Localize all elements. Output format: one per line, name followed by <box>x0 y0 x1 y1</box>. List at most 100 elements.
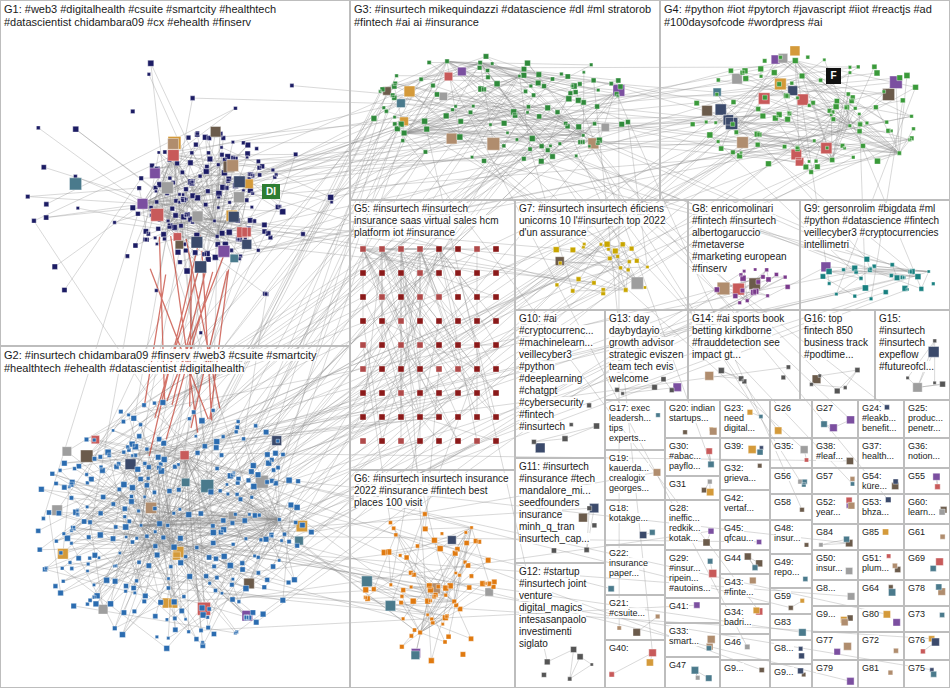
group-panel: G26 <box>770 400 812 438</box>
group-panel: G21: #csuite... <box>605 595 665 640</box>
group-panel: G50: insur... <box>812 550 858 580</box>
group-panel: G32: grieva... <box>720 460 770 490</box>
group-panel: G18: kotakge... <box>605 500 665 545</box>
group-label: G72 <box>862 635 879 645</box>
group-panel: G19: kauerda... crealogix georges... <box>605 450 665 500</box>
group-label: G20: indian startups... <box>669 403 715 423</box>
group-label: G3: #insurtech mikequindazzi #datascienc… <box>354 3 651 28</box>
group-panel: G72 <box>858 632 904 660</box>
group-panel: G59 <box>770 588 812 614</box>
group-label: G84 <box>816 527 833 537</box>
group-panel: G73 <box>904 606 950 632</box>
group-label: G64 <box>862 583 879 593</box>
group-panel: G31 <box>665 476 720 500</box>
group-label: G46 <box>724 637 741 647</box>
vertex-markers <box>146 133 946 675</box>
group-panel: G53: bhza... <box>858 494 904 524</box>
group-label: G37: health... <box>862 441 894 461</box>
group-panel: G76 <box>904 632 950 660</box>
group-label: G59 <box>774 591 791 601</box>
group-label: G32: grieva... <box>724 463 756 483</box>
group-panel: G45: qfcau... <box>720 520 770 550</box>
group-panel: G55 <box>904 468 950 494</box>
group-label: G22: insurance paper... <box>609 548 648 578</box>
group-panel: G54: küre... <box>858 468 904 494</box>
group-label: G28: ineffic... redkik... kotak... <box>669 503 701 543</box>
group-label: G43: #finte... <box>724 577 754 597</box>
group-panel: G15: #insurtech #insurtech expeflow #fut… <box>875 310 950 400</box>
group-panel: G80 <box>858 606 904 632</box>
group-label: G9... <box>724 663 744 673</box>
group-panel: G1: #web3 #digitalhealth #csuite #smartc… <box>0 0 350 346</box>
group-label: G40: <box>609 643 629 653</box>
group-label: G61 <box>908 527 925 537</box>
group-label: G48: insur... <box>774 523 801 543</box>
group-label: G16: top fintech 850 business track #pod… <box>804 313 868 360</box>
group-label: G12: #startup #insurtech joint venture d… <box>519 566 586 649</box>
group-label: G85 <box>862 527 879 537</box>
group-label: G60: learn... <box>908 497 936 517</box>
group-label: G44 <box>724 553 741 563</box>
group-label: G79 <box>816 663 833 673</box>
group-label: G8... <box>816 583 836 593</box>
group-panel: G4: #python #iot #pytorch #javascript #i… <box>660 0 950 200</box>
group-panel: G64 <box>858 580 904 606</box>
group-label: G42: vertaf... <box>724 493 754 513</box>
group-label: G36: notion... <box>908 441 940 461</box>
group-panel: G40: <box>605 640 665 688</box>
group-label: G2: #insurtech chidambara09 #finserv #we… <box>4 349 316 374</box>
vertex-markers <box>26 60 334 334</box>
vertex-markers <box>36 400 314 652</box>
group-panel: G30: #abac... payflo... <box>665 438 720 476</box>
group-label: G8: enricomolinari #fintech #insurtech a… <box>692 203 787 274</box>
group-label: G50: insur... <box>816 553 843 573</box>
group-panel: G9... <box>720 660 770 688</box>
group-label: G41: <box>669 601 689 611</box>
group-label: G7: #insurtech insurtech éficiens unicor… <box>519 203 665 238</box>
group-label: G47 <box>669 660 686 670</box>
group-panel: G47 <box>665 657 720 688</box>
group-label: G81 <box>862 663 879 673</box>
group-panel: G12: #startup #insurtech joint venture d… <box>515 563 605 688</box>
group-label: G38: #leaf... <box>816 441 843 461</box>
group-label: G26 <box>774 403 791 413</box>
group-label: G34: badri... <box>724 607 752 627</box>
group-panel: G75 <box>904 660 950 688</box>
group-panel: G28: ineffic... redkik... kotak... <box>665 500 720 550</box>
vertex-markers <box>81 87 947 677</box>
group-panel: G83 <box>770 614 812 640</box>
group-panel: G49: repo... <box>770 554 812 588</box>
group-panel: G13: day daybydayio growth advisor strat… <box>605 310 688 400</box>
group-panel: G33: smart... <box>665 623 720 657</box>
group-panel: G79 <box>812 660 858 688</box>
group-label: G11: #insurtech #insurance #tech mandalo… <box>519 461 595 544</box>
group-panel: G69 <box>904 550 950 580</box>
group-label: G15: #insurtech #insurtech expeflow #fut… <box>879 313 934 372</box>
group-label: G6: #insurtech insurtech insurance 2022 … <box>354 473 509 508</box>
vertex-markers <box>690 55 918 174</box>
group-panel: G42: vertaf... <box>720 490 770 520</box>
group-label: G69 <box>908 553 925 563</box>
group-label: G58 <box>774 497 791 507</box>
group-label: G75 <box>908 663 925 673</box>
group-panel: G7: #insurtech insurtech éficiens unicor… <box>515 200 688 310</box>
group-label: G9... <box>774 667 794 677</box>
group-panel: G57 <box>812 468 858 494</box>
group-label: G39: <box>724 441 744 451</box>
group-panel: G44 <box>720 550 770 574</box>
group-label: G80 <box>862 609 879 619</box>
avatar-icon: F <box>826 68 841 84</box>
group-label: G49: repo... <box>774 557 800 577</box>
group-panel: G16: top fintech 850 business track #pod… <box>800 310 875 400</box>
group-label: G53: bhza... <box>862 497 889 517</box>
group-label: G54: küre... <box>862 471 887 491</box>
group-panel: G78 <box>904 580 950 606</box>
group-label: G76 <box>908 635 925 645</box>
group-panel: G81 <box>858 660 904 688</box>
group-panel: G38: #leaf... <box>812 438 858 468</box>
vertex-markers <box>553 241 649 295</box>
vertex-markers <box>137 55 940 685</box>
group-panel: G34: badri... <box>720 604 770 634</box>
group-panel: G56 <box>770 468 812 494</box>
group-label: G73 <box>908 609 925 619</box>
